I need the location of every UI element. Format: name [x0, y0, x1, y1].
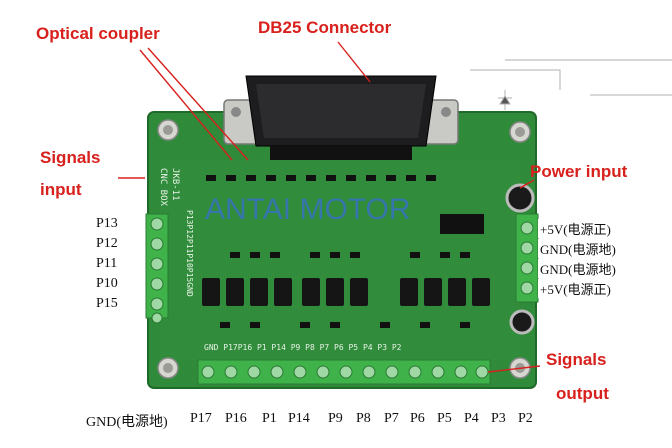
signals-output-callout-line2: output	[556, 384, 609, 403]
output-gnd-label: GND(电源地)	[86, 415, 168, 430]
left-terminal-block	[145, 213, 169, 324]
output-pin-label: P8	[356, 411, 371, 426]
power-pin-label: GND(电源地)	[538, 239, 618, 258]
pcb-shading	[160, 160, 520, 360]
brand-watermark: ANTAI MOTOR	[205, 193, 411, 226]
output-pin-label: P9	[328, 411, 343, 426]
output-pin-label: P17	[190, 411, 212, 426]
output-pin-label: P2	[518, 411, 533, 426]
input-pin-label: P12	[96, 236, 118, 251]
background-schematic	[470, 59, 672, 110]
board-silk-model: JKB-11	[170, 168, 180, 201]
output-pin-label: P6	[410, 411, 425, 426]
output-pin-label: P1	[262, 411, 277, 426]
signals-input-callout-line2: input	[40, 180, 82, 199]
input-pin-label: P10	[96, 276, 118, 291]
output-pin-label: P3	[491, 411, 506, 426]
input-pin-label: P11	[96, 256, 118, 271]
board-silk-left-header: P13P12P11P10P15GND	[185, 210, 194, 297]
optical-coupler-callout: Optical coupler	[36, 24, 160, 43]
power-pin-label: +5V(电源正)	[538, 219, 613, 238]
signals-input-callout-line1: Signals	[40, 148, 101, 167]
board-silk-cnc-box: CNC BOX	[158, 168, 168, 206]
output-pin-label: P7	[384, 411, 399, 426]
input-pin-label: P13	[96, 216, 118, 231]
db25-connector-callout: DB25 Connector	[258, 18, 392, 37]
db25-connector	[223, 75, 459, 160]
output-pin-label: P4	[464, 411, 479, 426]
power-input-callout: Power input	[530, 162, 628, 181]
smd-parts	[206, 175, 470, 328]
output-pin-label: P5	[437, 411, 452, 426]
power-pin-label: +5V(电源正)	[538, 279, 613, 298]
mounting-holes	[157, 119, 531, 379]
board-silk-bottom-header: GND P17P16 P1 P14 P9 P8 P7 P6 P5 P4 P3 P…	[204, 343, 402, 352]
signals-output-callout-line1: Signals	[546, 350, 607, 369]
power-terminal-block	[515, 213, 539, 303]
power-pin-label: GND(电源地)	[538, 259, 618, 278]
output-pin-label: P16	[225, 411, 247, 426]
output-pin-label: P14	[288, 411, 310, 426]
optocoupler-row	[202, 278, 490, 306]
input-pin-label: P15	[96, 296, 118, 311]
regulator-ic	[440, 214, 484, 234]
capacitors	[505, 183, 535, 335]
annotation-arrows	[118, 41, 541, 373]
bottom-terminal-block	[197, 359, 491, 385]
